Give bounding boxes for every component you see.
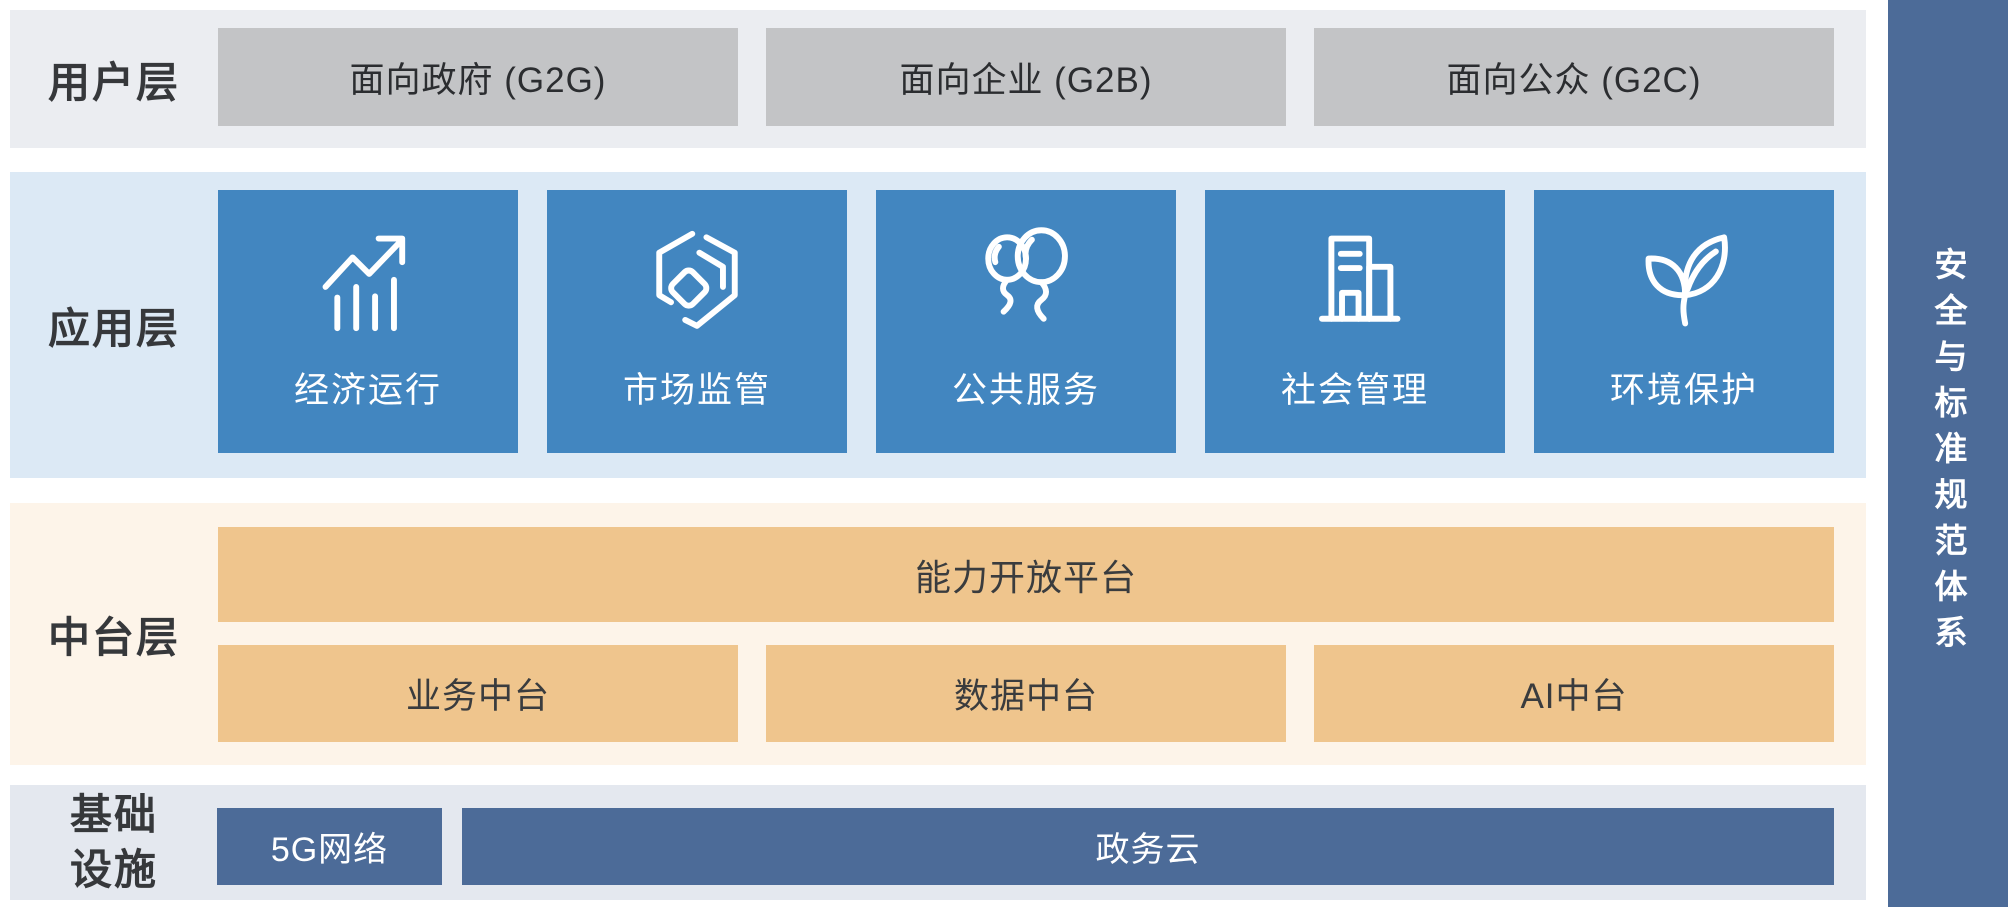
- application-layer-row: 应用层 经济运行 市场监管: [10, 172, 1866, 478]
- hexagon-cube-icon: [638, 222, 756, 340]
- app-card-label: 社会管理: [1280, 371, 1429, 410]
- app-card-label: 公共服务: [951, 371, 1100, 410]
- infrastructure-layer-label: 基础设施: [69, 790, 158, 893]
- app-card-economy: 经济运行: [218, 190, 518, 453]
- app-card-label: 经济运行: [293, 371, 442, 410]
- gov-cloud-box: 政务云: [462, 808, 1834, 885]
- user-layer-label: 用户层: [47, 58, 180, 106]
- infrastructure-layer-row: 基础设施 5G网络 政务云: [10, 785, 1866, 900]
- application-layer-label: 应用层: [47, 304, 180, 352]
- network-5g-box: 5G网络: [217, 808, 442, 885]
- app-card-public-service: 公共服务: [876, 190, 1176, 453]
- app-card-market: 市场监管: [547, 190, 847, 453]
- security-standards-label: 安全与标准规范体系: [1930, 246, 1967, 661]
- balloons-icon: [967, 222, 1085, 340]
- user-layer-row: 用户层 面向政府 (G2G) 面向企业 (G2B) 面向公众 (G2C): [10, 10, 1866, 148]
- middle-platform-layer-row: 中台层 能力开放平台 业务中台 数据中台 AI中台: [10, 503, 1866, 765]
- buildings-icon: [1296, 222, 1414, 340]
- audience-box-g2b: 面向企业 (G2B): [766, 28, 1286, 126]
- capability-platform-bar: 能力开放平台: [218, 527, 1834, 622]
- audience-box-g2c: 面向公众 (G2C): [1314, 28, 1834, 126]
- business-platform-box: 业务中台: [218, 645, 738, 742]
- trend-chart-icon: [309, 222, 427, 340]
- app-card-social: 社会管理: [1205, 190, 1505, 453]
- app-card-label: 市场监管: [622, 371, 771, 410]
- app-card-label: 环境保护: [1609, 371, 1758, 410]
- middle-layer-label: 中台层: [47, 613, 180, 661]
- app-card-environment: 环境保护: [1534, 190, 1834, 453]
- leaf-icon: [1625, 222, 1743, 340]
- audience-box-g2g: 面向政府 (G2G): [218, 28, 738, 126]
- data-platform-box: 数据中台: [766, 645, 1286, 742]
- security-standards-bar: 安全与标准规范体系: [1888, 0, 2008, 907]
- ai-platform-box: AI中台: [1314, 645, 1834, 742]
